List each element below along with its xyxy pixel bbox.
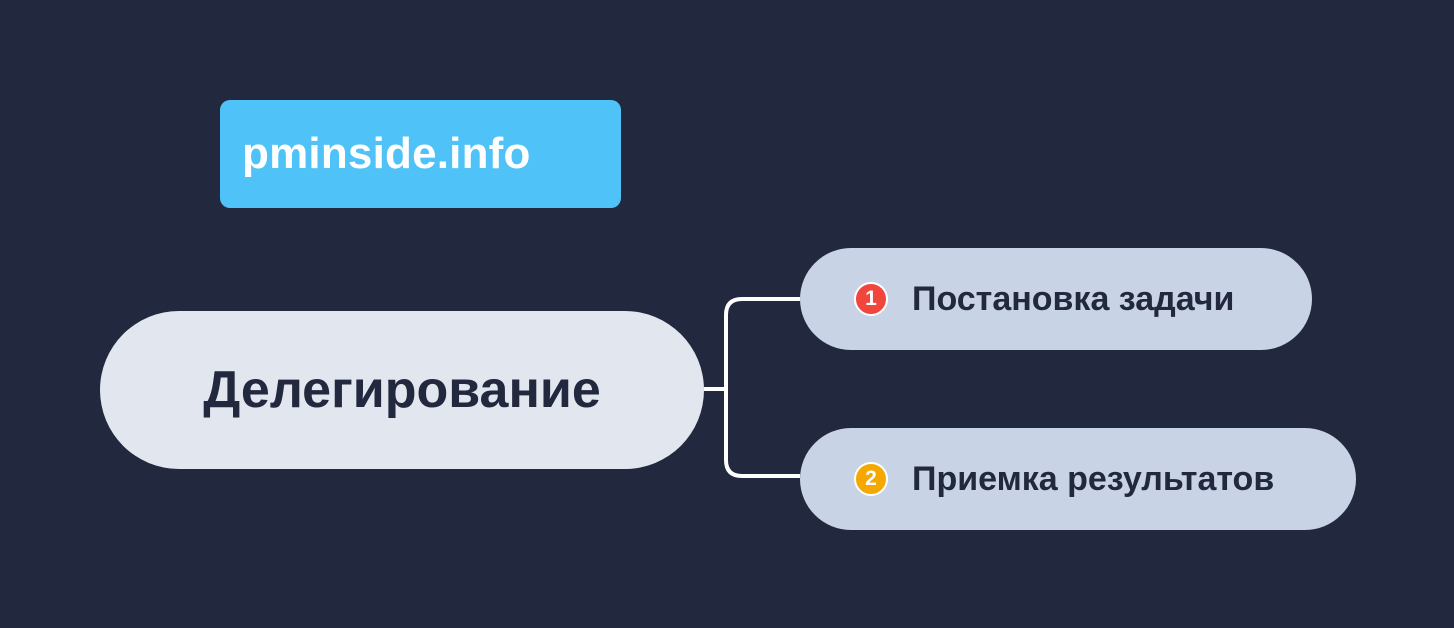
- number-1-icon: 1: [854, 282, 888, 316]
- central-topic-label: Делегирование: [203, 361, 601, 419]
- number-2-icon: 2: [854, 462, 888, 496]
- central-topic-node: Делегирование: [100, 311, 704, 469]
- subtopic-label-2: Приемка результатов: [912, 459, 1275, 498]
- subtopic-node-2: 2 Приемка результатов: [800, 428, 1356, 530]
- connector-branch-2: [724, 389, 800, 478]
- subtopic-label-1: Постановка задачи: [912, 279, 1235, 318]
- connector-branch-1: [724, 297, 800, 389]
- brand-badge: pminside.info: [220, 100, 621, 208]
- brand-text: pminside.info: [242, 129, 531, 178]
- subtopic-node-1: 1 Постановка задачи: [800, 248, 1312, 350]
